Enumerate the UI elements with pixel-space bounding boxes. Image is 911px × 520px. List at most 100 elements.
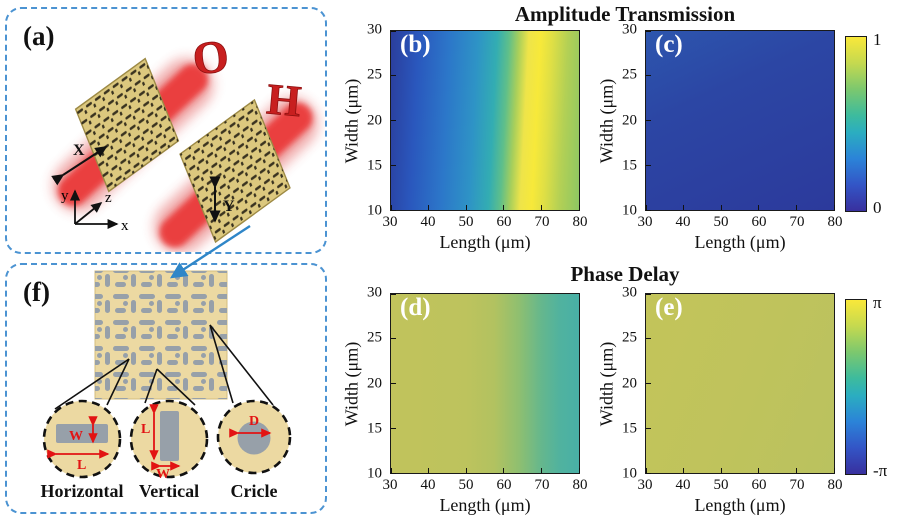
y-tick-label: 30 [367, 21, 382, 38]
y-tick-label: 10 [622, 202, 637, 219]
y-tick-mark [391, 383, 396, 384]
colorbar-amplitude-max-label: 1 [873, 30, 882, 49]
metasurface-zoom-pattern [95, 271, 227, 399]
x-tick-label: 70 [789, 214, 805, 230]
coordinate-axes [69, 189, 119, 230]
x-tick-mark [503, 205, 505, 210]
x-tick-label: 50 [458, 214, 474, 230]
y-tick-label: 30 [367, 284, 382, 301]
x-tick-label: 70 [534, 477, 550, 493]
horizontal-length-label: L [77, 458, 86, 473]
heatmap-b-plot: (b) [390, 30, 580, 211]
y-tick-label: 30 [622, 21, 637, 38]
x-tick-label: 80 [572, 214, 588, 230]
y-tick-label: 20 [367, 375, 382, 391]
x-tick-label: 60 [751, 214, 767, 230]
x-tick-mark [578, 468, 580, 473]
x-tick-label: 40 [675, 477, 691, 493]
amplitude-transmission-title: Amplitude Transmission [514, 2, 736, 26]
y-tick-mark [646, 293, 651, 295]
x-tick-mark [503, 468, 505, 473]
x-tick-mark [833, 205, 835, 210]
y-tick-mark [646, 75, 651, 77]
x-axis-label: Length (μm) [439, 232, 531, 252]
panel-a-box: O H X Y y z x (a) [5, 7, 327, 254]
y-tick-mark [646, 30, 651, 32]
x-tick-label: 30 [382, 477, 398, 493]
x-tick-label: 30 [382, 214, 398, 230]
x-tick-mark [465, 468, 467, 473]
x-tick-mark [683, 205, 685, 210]
x-tick-mark [795, 468, 797, 473]
y-tick-label: 25 [367, 66, 382, 83]
y-axis-label: Width (μm) [596, 341, 617, 426]
y-tick-mark [391, 338, 396, 340]
x-tick-mark [540, 468, 542, 473]
y-tick-mark [391, 120, 396, 121]
y-axis-label: Width (μm) [341, 78, 362, 163]
x-tick-label: 60 [496, 214, 512, 230]
x-tick-mark [758, 468, 760, 473]
x-tick-label: 80 [827, 214, 843, 230]
y-tick-mark [391, 427, 396, 429]
beam-letter-o: O [190, 30, 231, 84]
x-axis-label: Length (μm) [439, 495, 531, 515]
colorbar-phase-gradient [846, 300, 866, 474]
x-tick-mark [795, 205, 797, 210]
x-tick-label: 40 [420, 214, 436, 230]
x-tick-label: 50 [713, 214, 729, 230]
x-axis-label: Length (μm) [694, 495, 786, 515]
x-tick-mark [465, 205, 467, 210]
heatmap-c-plot: (c) [645, 30, 835, 211]
panel-letter-c: (c) [655, 31, 683, 58]
y-tick-label: 10 [367, 465, 382, 482]
y-tick-label: 10 [622, 465, 637, 482]
y-tick-label: 25 [622, 329, 637, 346]
unit-name-circle: Cricle [231, 481, 278, 501]
x-tick-mark [833, 468, 835, 473]
x-tick-label: 70 [534, 214, 550, 230]
colorbar-phase-min-label: -π [873, 461, 888, 480]
x-dim-arrow [51, 146, 108, 186]
x-tick-mark [645, 468, 647, 473]
y-tick-label: 20 [622, 375, 637, 391]
panel-letter-e: (e) [655, 294, 683, 321]
y-tick-mark [391, 30, 396, 32]
beam-letter-h: H [265, 74, 303, 126]
x-tick-mark [720, 205, 722, 210]
x-tick-mark [645, 205, 647, 210]
y-axis-label: Width (μm) [341, 341, 362, 426]
y-tick-mark [646, 209, 651, 211]
y-tick-label: 15 [622, 420, 637, 437]
x-tick-label: 30 [637, 477, 653, 493]
x-tick-label: 50 [713, 477, 729, 493]
heatmap-e-plot: (e) [645, 293, 835, 474]
metasurface-right [179, 98, 291, 244]
y-tick-mark [646, 338, 651, 340]
colorbar-amplitude: 1 0 [845, 30, 882, 217]
schematic-a: O H X Y y z x [51, 29, 318, 252]
panel-letter-a: (a) [23, 21, 55, 51]
y-tick-label: 25 [622, 66, 637, 83]
heatmap-d-plot: (d) [390, 293, 580, 474]
unit-cell-circle: D [216, 399, 292, 475]
unit-name-vertical: Vertical [139, 481, 199, 501]
panel-letter-f: (f) [23, 277, 50, 307]
y-tick-label: 30 [622, 284, 637, 301]
axis-z-glyph: z [105, 190, 112, 206]
x-tick-mark [758, 205, 760, 210]
panel-letter-b: (b) [400, 31, 431, 58]
y-tick-label: 15 [367, 420, 382, 437]
x-tick-mark [720, 468, 722, 473]
y-tick-mark [646, 472, 651, 474]
panel-f-box: W L Horizontal L W Vertical D [5, 263, 327, 514]
x-tick-mark [578, 205, 580, 210]
colorbar-phase-max-label: π [873, 293, 882, 312]
vertical-width-label: W [156, 467, 170, 482]
